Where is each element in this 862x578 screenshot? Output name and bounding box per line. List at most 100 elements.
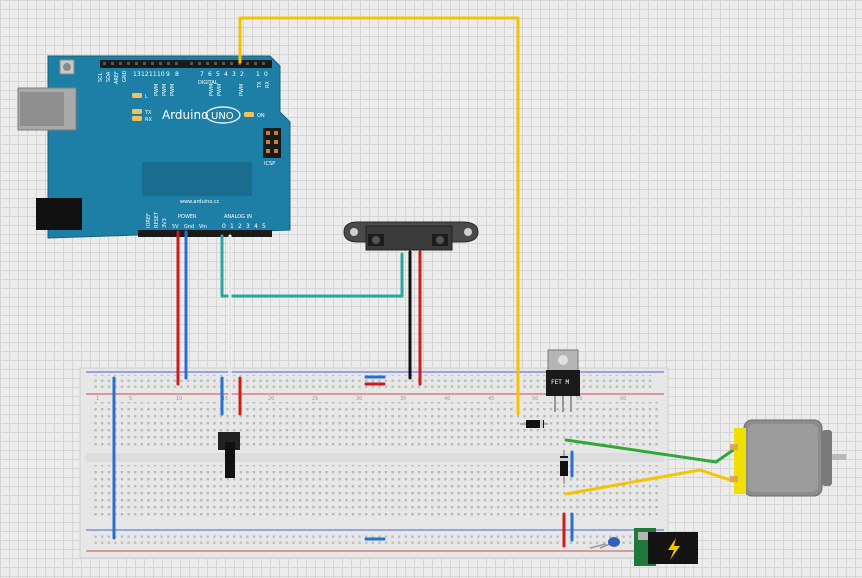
uno-logo-ellipse bbox=[205, 106, 241, 124]
analog-pin-4: 4 bbox=[254, 223, 258, 230]
breadboard: 1 5 10 15 20 25 30 35 40 45 50 55 60 bbox=[79, 367, 669, 559]
pin-9: 9 bbox=[166, 71, 170, 78]
wire-yellow-signal bbox=[238, 16, 520, 416]
analog-pin-1: 1 bbox=[230, 223, 234, 230]
label-digital: DIGITAL bbox=[198, 80, 218, 86]
col-num: 60 bbox=[620, 396, 626, 402]
reset-button-cap bbox=[63, 63, 71, 71]
dc-motor bbox=[730, 419, 846, 497]
column-numbers: 1 5 10 15 20 25 30 35 40 45 50 55 60 bbox=[96, 396, 626, 402]
label-aref: AREF bbox=[114, 71, 120, 84]
motor-endcap bbox=[822, 430, 832, 486]
col-num: 40 bbox=[444, 396, 450, 402]
col-num: 5 bbox=[129, 396, 132, 402]
col-num: 15 bbox=[222, 396, 228, 402]
capacitor-body bbox=[608, 537, 620, 547]
diode-vertical bbox=[560, 450, 568, 484]
label-led-tx: TX bbox=[144, 110, 152, 116]
ceramic-capacitor bbox=[589, 537, 620, 549]
motor-terminal-top bbox=[730, 444, 738, 450]
label-3v3: 3V3 bbox=[162, 218, 168, 228]
col-num: 1 bbox=[96, 396, 99, 402]
diode-horizontal bbox=[520, 420, 548, 428]
digital-header-pins bbox=[103, 62, 265, 65]
icsp-pins bbox=[266, 131, 278, 153]
label-reset: RESET bbox=[154, 211, 160, 228]
pin-13: 13 bbox=[133, 71, 141, 78]
label-ioref: IOREF bbox=[146, 213, 152, 228]
regulator-legs bbox=[554, 396, 572, 412]
col-num: 20 bbox=[268, 396, 274, 402]
ir-distance-sensor bbox=[343, 221, 479, 251]
label-pwm-9: PWM bbox=[170, 84, 176, 96]
led-l bbox=[132, 93, 142, 98]
label-led-rx: RX bbox=[145, 117, 152, 123]
wire-yellow-motor bbox=[564, 468, 738, 496]
analog-pin-0: 0 bbox=[222, 223, 226, 230]
pot-shaft[interactable] bbox=[225, 442, 235, 478]
label-pwm-5: PWM bbox=[217, 84, 223, 96]
center-channel bbox=[86, 453, 664, 462]
regulator-tab-hole bbox=[558, 355, 568, 365]
label-pwm-6: PWM bbox=[209, 84, 215, 96]
pin-0: 0 bbox=[264, 71, 268, 78]
digital-header bbox=[100, 60, 272, 68]
regulator-marking: FET M bbox=[551, 379, 569, 386]
label-pwm-11: PWM bbox=[154, 84, 160, 96]
pin-1: 1 bbox=[256, 71, 260, 78]
col-num: 55 bbox=[576, 396, 582, 402]
wire-teal-analog bbox=[220, 234, 404, 298]
top-rail-holes bbox=[92, 375, 652, 389]
pin-12: 12 bbox=[141, 71, 149, 78]
sensor-mount-hole-left bbox=[350, 228, 358, 236]
jack-contact-top bbox=[638, 532, 652, 540]
pin-8: 8 bbox=[175, 71, 179, 78]
arduino-url: www.arduino.cc bbox=[180, 199, 220, 205]
label-5v: 5V bbox=[172, 224, 179, 230]
pin-6: 6 bbox=[208, 71, 212, 78]
col-num: 10 bbox=[176, 396, 182, 402]
pin-2: 2 bbox=[240, 71, 244, 78]
motor-terminal-bottom bbox=[730, 476, 738, 482]
pin-3: 3 bbox=[232, 71, 236, 78]
lightning-bolt-icon bbox=[668, 538, 680, 560]
col-num: 50 bbox=[532, 396, 538, 402]
pin-4: 4 bbox=[224, 71, 228, 78]
label-pwm-10: PWM bbox=[162, 84, 168, 96]
col-num: 35 bbox=[400, 396, 406, 402]
arduino-uno-board: SCL SDA AREF GND 13 12 11 10 9 8 7 6 5 4… bbox=[17, 55, 291, 239]
power-analog-header bbox=[138, 230, 272, 237]
arduino-brand: Arduino bbox=[162, 108, 208, 122]
voltage-regulator: FET M bbox=[546, 349, 580, 412]
potentiometer bbox=[218, 432, 240, 478]
label-power: POWER bbox=[178, 214, 197, 220]
wire-green-motor bbox=[564, 438, 738, 464]
motor-body-highlight bbox=[748, 424, 818, 492]
arduino-pcb bbox=[47, 55, 291, 239]
diode-body bbox=[526, 420, 544, 428]
diode-band bbox=[560, 458, 568, 461]
label-scl: SCL bbox=[98, 72, 104, 82]
pin-7: 7 bbox=[200, 71, 204, 78]
analog-pin-3: 3 bbox=[246, 223, 250, 230]
col-num: 45 bbox=[488, 396, 494, 402]
usb-port-inner bbox=[20, 92, 64, 126]
led-on bbox=[244, 112, 254, 117]
analog-pin-2: 2 bbox=[238, 223, 242, 230]
power-barrel-jack bbox=[634, 528, 698, 566]
led-tx bbox=[132, 109, 142, 114]
terminal-strip-top bbox=[90, 402, 662, 450]
icsp-header bbox=[263, 128, 281, 158]
arduino-model: UNO bbox=[211, 111, 234, 122]
motor-terminal-plate bbox=[734, 428, 746, 494]
label-led-l: L bbox=[145, 94, 148, 100]
led-rx bbox=[132, 116, 142, 121]
label-on: ON bbox=[257, 113, 265, 119]
label-sda: SDA bbox=[106, 71, 112, 82]
sensor-detector-lens bbox=[436, 236, 444, 244]
wires bbox=[112, 16, 738, 548]
label-rx-pin: RX bbox=[265, 81, 271, 88]
regulator-body bbox=[546, 370, 580, 396]
diode-body bbox=[560, 456, 568, 476]
